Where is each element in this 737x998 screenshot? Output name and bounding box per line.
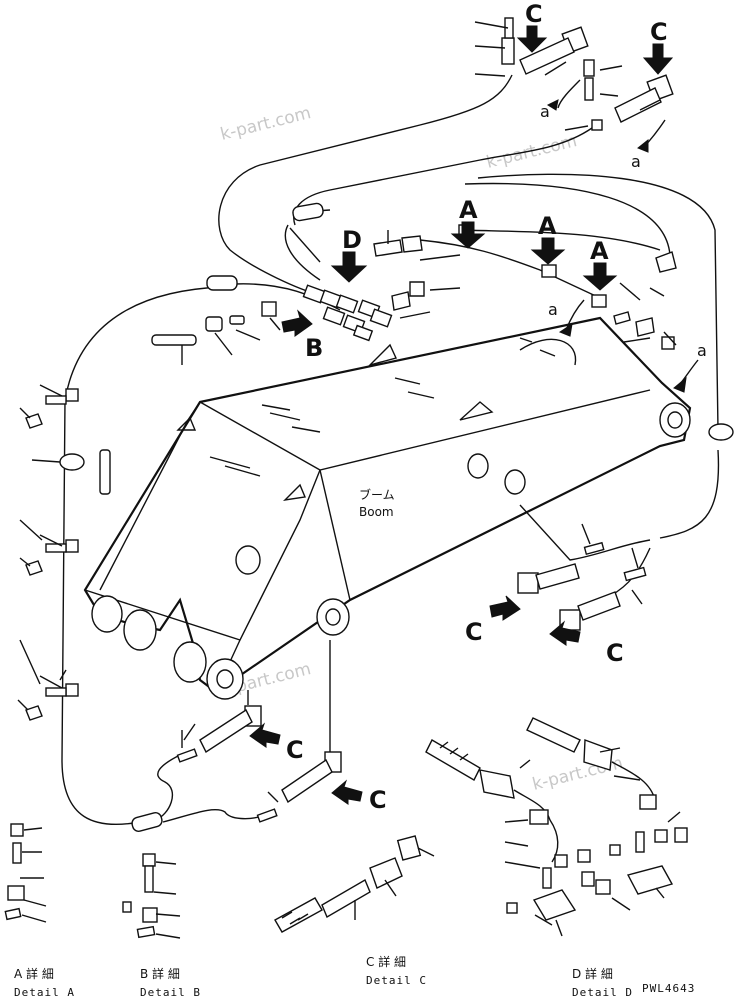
detail-c-title-en: Detail C bbox=[366, 974, 427, 987]
view-label-c: C bbox=[369, 786, 387, 814]
detail-b-title-jp: B 詳 細 bbox=[140, 966, 180, 981]
boom-label-jp: ブーム bbox=[359, 487, 395, 502]
d-harness-cluster bbox=[302, 230, 461, 342]
view-arrows bbox=[330, 25, 674, 291]
watermark: k-part.com bbox=[484, 131, 579, 173]
boom-label-en: Boom bbox=[359, 505, 394, 519]
view-label-a: A bbox=[538, 212, 557, 240]
hose-lines bbox=[61, 74, 720, 826]
detail-b-drawing bbox=[122, 853, 181, 939]
drawing-number: PWL4643 bbox=[642, 982, 695, 995]
detail-d-drawing bbox=[425, 717, 688, 937]
b-connectors bbox=[181, 301, 281, 365]
view-label-b: B bbox=[305, 334, 323, 362]
hose-ref-label: a bbox=[540, 102, 550, 121]
hose-sleeves bbox=[59, 202, 734, 832]
view-label-d: D bbox=[342, 226, 362, 254]
detail-c-drawing bbox=[274, 835, 435, 933]
detail-d-title-en: Detail D bbox=[572, 986, 633, 998]
view-label-c: C bbox=[465, 618, 483, 646]
view-label-c: C bbox=[606, 639, 624, 667]
view-label-a: A bbox=[459, 196, 478, 224]
top-sensor-connectors bbox=[474, 17, 674, 153]
hose-ref-label: a bbox=[631, 152, 641, 171]
hose-ref-arrows bbox=[558, 299, 699, 393]
detail-b-title-en: Detail B bbox=[140, 986, 201, 998]
detail-a-title-jp: A 詳 細 bbox=[14, 966, 54, 981]
view-label-a: A bbox=[590, 237, 609, 265]
detail-a-title-en: Detail A bbox=[14, 986, 75, 998]
lower-sensors bbox=[176, 523, 647, 823]
detail-a-drawing bbox=[4, 823, 47, 923]
detail-d-title-jp: D 詳 細 bbox=[572, 966, 613, 981]
hose-ref-label: a bbox=[548, 300, 558, 319]
hatched-view-arrows bbox=[249, 309, 581, 805]
boom-body bbox=[83, 316, 692, 700]
hose-ref-label: a bbox=[697, 341, 707, 360]
view-label-c: C bbox=[525, 0, 543, 28]
detail-c-title-jp: C 詳 細 bbox=[366, 954, 406, 969]
left-clamps bbox=[17, 384, 79, 721]
watermark: k-part.com bbox=[218, 103, 313, 145]
view-label-c: C bbox=[286, 736, 304, 764]
view-label-c: C bbox=[650, 18, 668, 46]
